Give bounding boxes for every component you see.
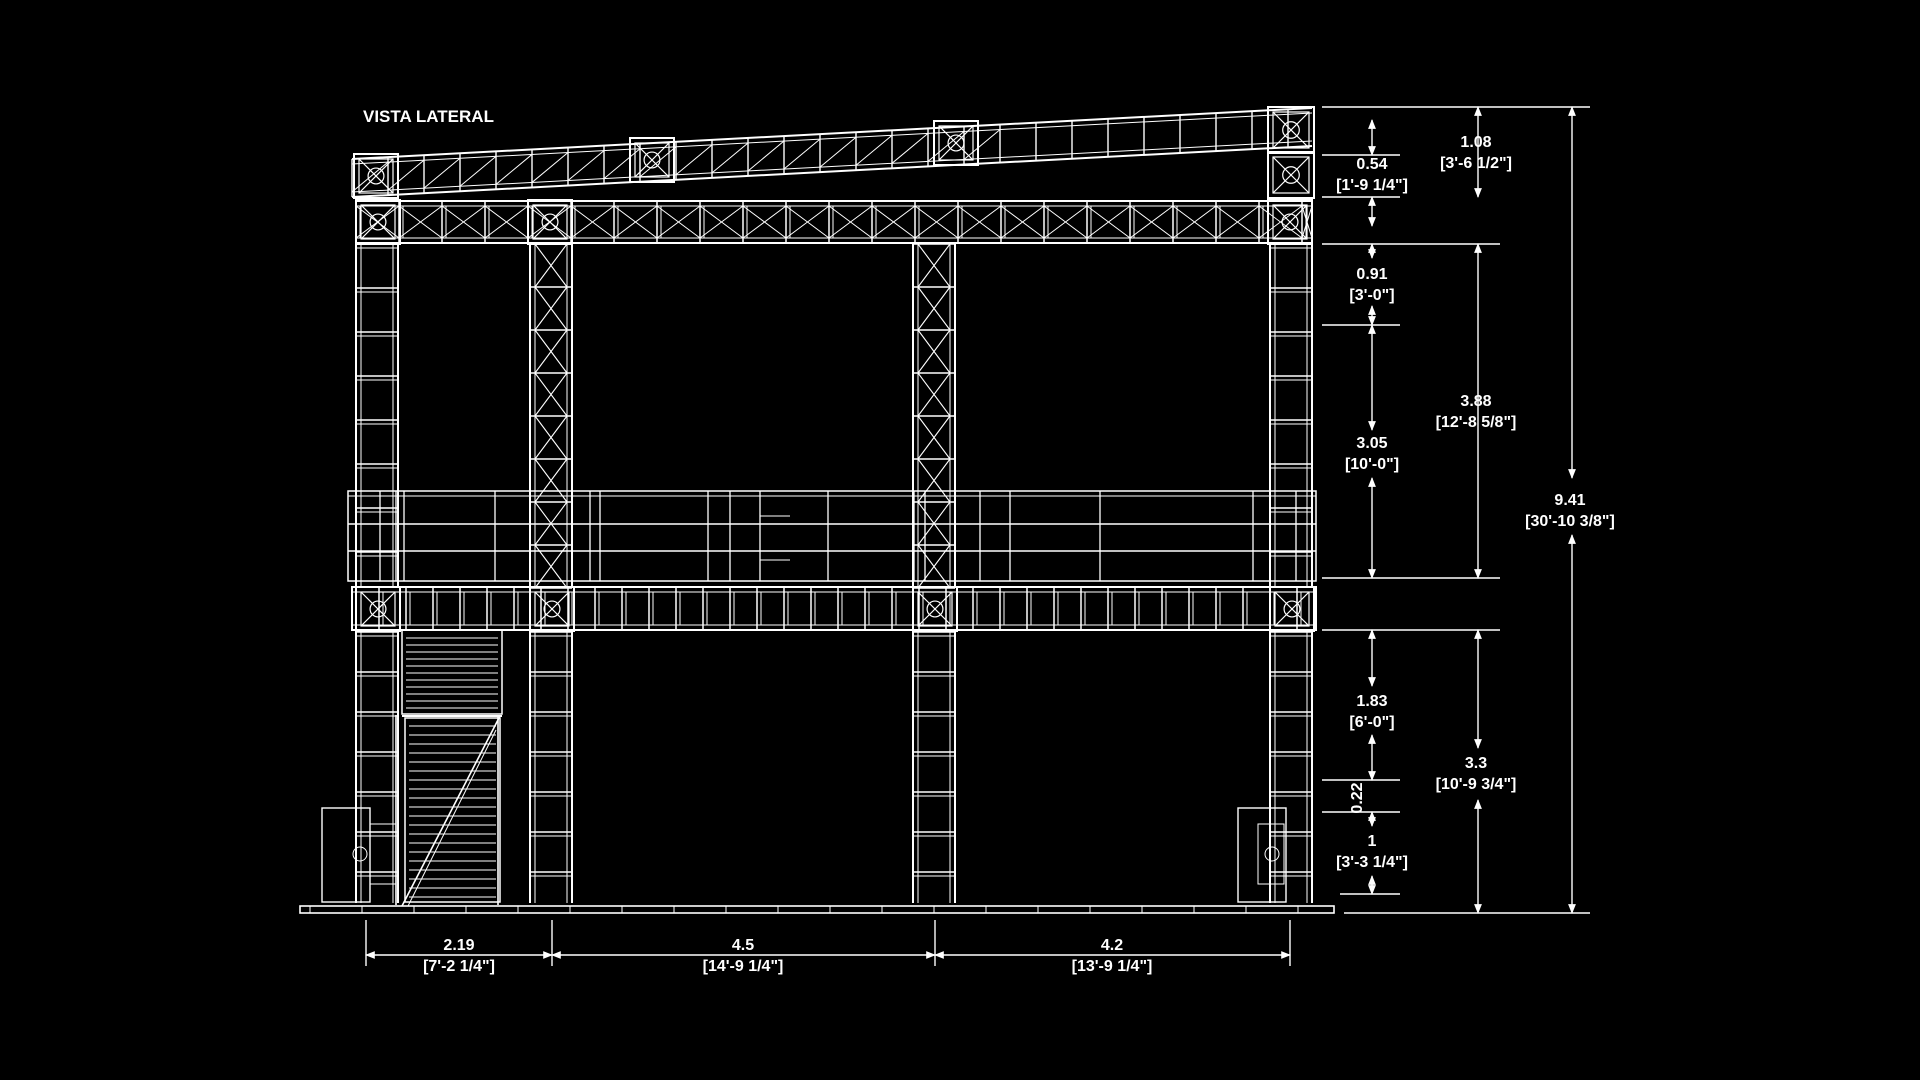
dim-base-height-imperial: [3'-3 1/4"] bbox=[1336, 854, 1408, 871]
dimension-labels: 1.08 [3'-6 1/2"] 0.54 [1'-9 1/4"] 0.91 [… bbox=[423, 134, 1615, 975]
dim-bay-1-value: 2.19 bbox=[443, 937, 474, 954]
dim-roof-slope-total-value: 1.08 bbox=[1460, 134, 1491, 151]
column-inner-right bbox=[912, 243, 956, 589]
truss-node-box bbox=[353, 153, 399, 199]
column-inner-left bbox=[529, 243, 573, 589]
dim-lower-height-imperial: [10'-9 3/4"] bbox=[1436, 776, 1517, 793]
dim-bay-1-imperial: [7'-2 1/4"] bbox=[423, 958, 495, 975]
truss-node-box bbox=[629, 137, 675, 183]
truss-node-box bbox=[355, 199, 401, 245]
truss-node-box bbox=[355, 586, 401, 632]
dim-upper-height-value: 3.88 bbox=[1460, 393, 1491, 410]
truss-node-box bbox=[1267, 199, 1313, 245]
roof-truss bbox=[351, 106, 1315, 199]
column-inner-left-lower bbox=[529, 631, 573, 903]
upper-beam bbox=[355, 200, 1313, 244]
column-right bbox=[1269, 243, 1313, 588]
column-inner-right-lower bbox=[912, 631, 956, 903]
dim-bay-3-value: 4.2 bbox=[1101, 937, 1123, 954]
dim-top-clearance-imperial: [3'-0"] bbox=[1349, 287, 1394, 304]
dim-upper-clear-imperial: [10'-0"] bbox=[1345, 456, 1399, 473]
column-right-lower bbox=[1269, 631, 1313, 903]
dim-bay-2-value: 4.5 bbox=[732, 937, 754, 954]
stair bbox=[395, 629, 503, 907]
truss-node-box bbox=[527, 199, 573, 245]
dim-upper-clear-value: 3.05 bbox=[1356, 435, 1387, 452]
dim-lower-clear-imperial: [6'-0"] bbox=[1349, 714, 1394, 731]
column-left bbox=[355, 243, 399, 588]
dim-lower-height-value: 3.3 bbox=[1465, 755, 1487, 772]
dim-overall-height-value: 9.41 bbox=[1554, 492, 1585, 509]
base-units bbox=[321, 807, 1287, 903]
truss-node-box bbox=[1267, 151, 1315, 199]
truss-node-box bbox=[1269, 586, 1315, 632]
dim-bay-2-imperial: [14'-9 1/4"] bbox=[703, 958, 784, 975]
dim-roof-truss-depth-value: 0.54 bbox=[1356, 156, 1387, 173]
dim-upper-height-imperial: [12'-8 5/8"] bbox=[1436, 414, 1517, 431]
truss-structure bbox=[299, 106, 1335, 914]
dim-base-height-value: 1 bbox=[1368, 833, 1377, 850]
view-title: VISTA LATERAL bbox=[363, 107, 494, 126]
guard-rail bbox=[347, 490, 1317, 582]
dim-roof-truss-depth-imperial: [1'-9 1/4"] bbox=[1336, 177, 1408, 194]
dim-small-gap-value: 0.22 bbox=[1349, 782, 1366, 813]
platform-beam bbox=[351, 586, 1317, 631]
truss-node-box bbox=[933, 120, 979, 166]
column-left-lower bbox=[355, 631, 399, 903]
dim-top-clearance-value: 0.91 bbox=[1356, 266, 1387, 283]
ground-rail bbox=[299, 905, 1335, 914]
dim-lower-clear-value: 1.83 bbox=[1356, 693, 1387, 710]
dim-overall-height-imperial: [30'-10 3/8"] bbox=[1525, 513, 1615, 530]
truss-node-box bbox=[1267, 106, 1315, 154]
dim-bay-3-imperial: [13'-9 1/4"] bbox=[1072, 958, 1153, 975]
dimension-lines bbox=[365, 106, 1590, 966]
dim-roof-slope-total-imperial: [3'-6 1/2"] bbox=[1440, 155, 1512, 172]
truss-node-box bbox=[912, 586, 958, 632]
truss-node-box bbox=[529, 586, 575, 632]
